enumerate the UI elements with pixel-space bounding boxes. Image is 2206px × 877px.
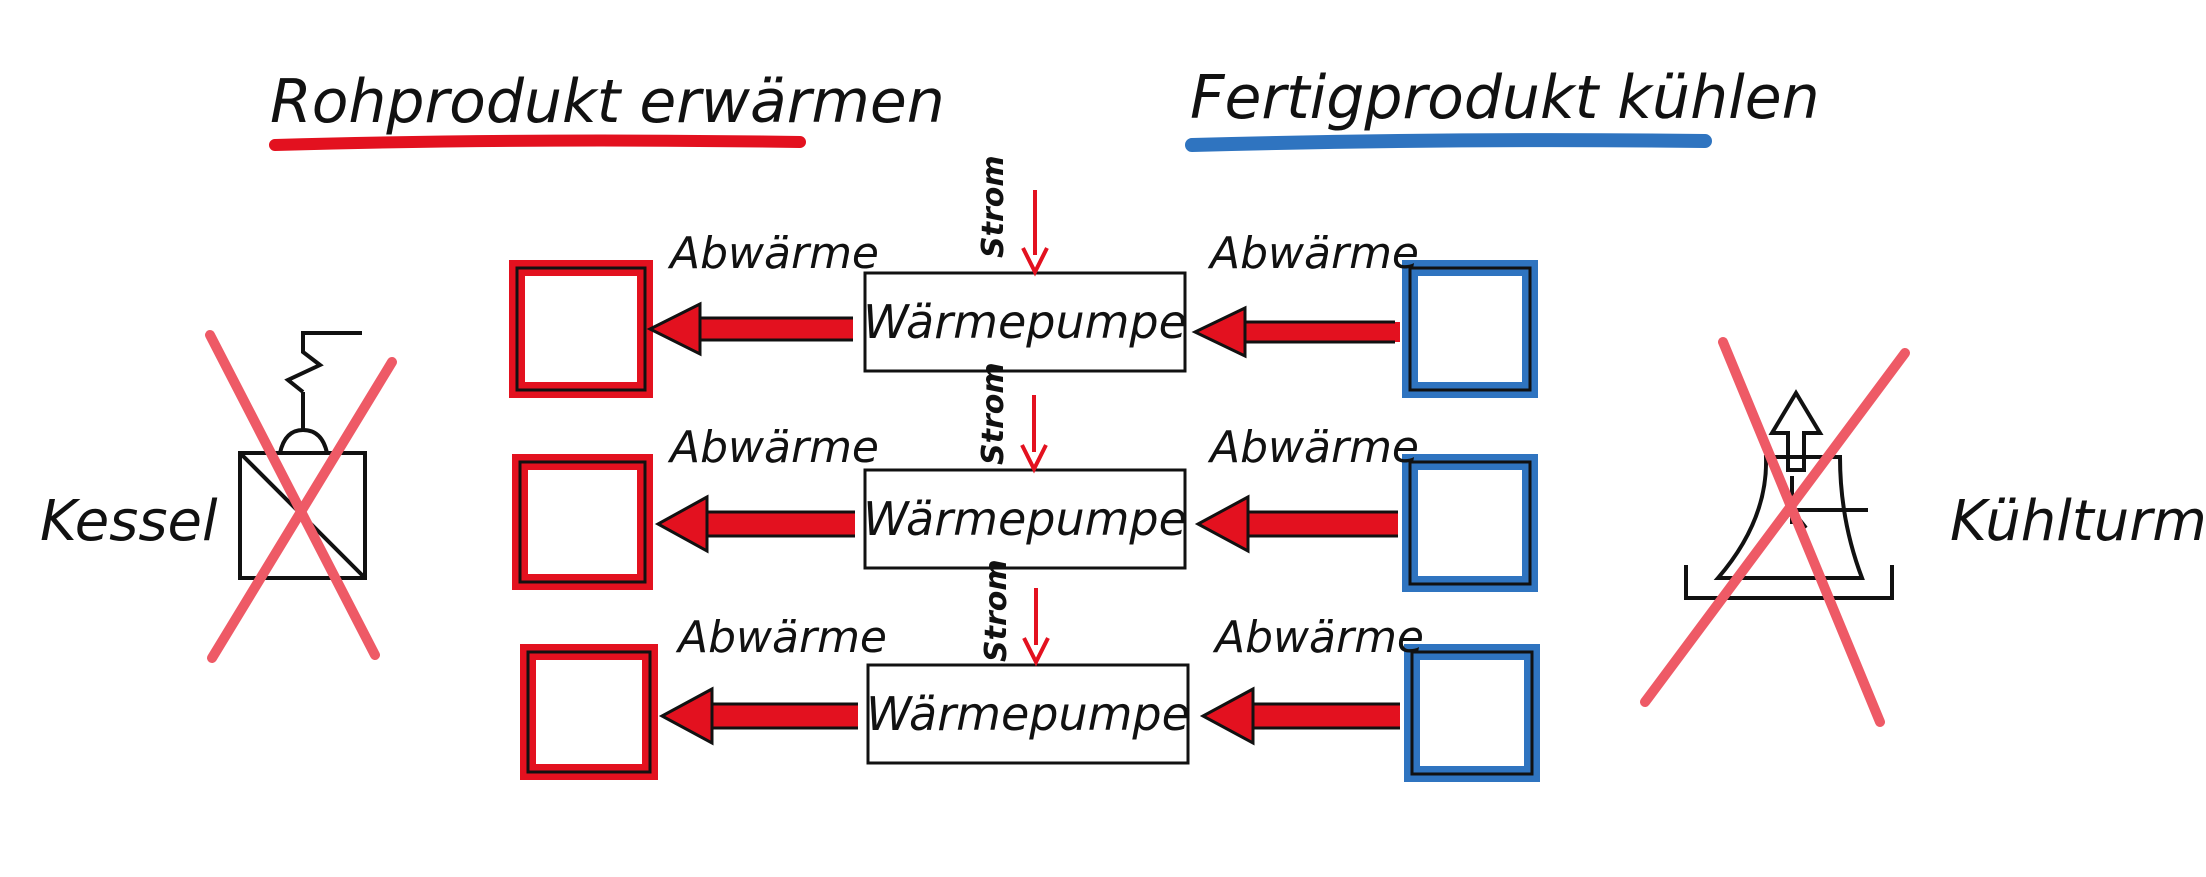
boiler-label: Kessel [40, 489, 218, 554]
waste-heat-label-left: Abwärme [667, 422, 879, 473]
waste-heat-label-right: Abwärme [1207, 228, 1419, 279]
power-arrow [1020, 395, 1048, 474]
hot-sink-square [520, 644, 658, 780]
power-label: Strom [976, 362, 1011, 465]
heat-flow-arrow-left [654, 494, 855, 554]
title-underline-blue [1185, 133, 1712, 152]
power-arrow [1021, 190, 1049, 277]
heat-flow-arrow-left [658, 686, 858, 746]
waste-heat-label-left: Abwärme [675, 612, 887, 663]
heat-pump-box [866, 663, 1190, 765]
heat-pump-label: Wärmepumpe [863, 295, 1187, 349]
power-arrow [1022, 588, 1050, 667]
waste-heat-label-right: Abwärme [1212, 612, 1424, 663]
cold-source-square [1402, 454, 1538, 592]
heat-pump-row: Wärmepumpe Abwärme Abwärme Strom [520, 559, 1540, 782]
waste-heat-label-left: Abwärme [667, 228, 879, 279]
heat-flow-arrow-right [1191, 305, 1400, 359]
hot-sink-square [509, 260, 653, 398]
boiler-icon [238, 331, 367, 580]
title-cool-finished-product: Fertigprodukt kühlen [1190, 63, 1820, 133]
cold-source-square [1402, 260, 1538, 398]
power-label: Strom [979, 559, 1014, 662]
heat-flow-arrow-right [1199, 686, 1400, 746]
boiler-cross-out-icon [205, 330, 397, 663]
heat-pump-box [863, 271, 1187, 373]
cooling-tower-cross-out-icon [1640, 337, 1910, 727]
title-underline-red [269, 134, 806, 151]
cold-source-square [1404, 644, 1540, 782]
power-label: Strom [976, 155, 1011, 258]
heat-flow-arrow-right [1194, 494, 1398, 554]
heat-pump-row: Wärmepumpe Abwärme Abwärme Strom [512, 362, 1538, 592]
cooling-tower-label: Kühlturm [1950, 489, 2206, 554]
heat-pump-label: Wärmepumpe [866, 687, 1190, 741]
heat-pump-box [863, 468, 1187, 570]
title-heat-raw-product: Rohprodukt erwärmen [270, 67, 945, 137]
heat-pump-label: Wärmepumpe [863, 492, 1187, 546]
heat-flow-arrow-left [646, 301, 853, 357]
hot-sink-square [512, 454, 653, 590]
heat-pump-row: Wärmepumpe Abwärme Abwärme Strom [509, 155, 1538, 398]
waste-heat-label-right: Abwärme [1207, 422, 1419, 473]
